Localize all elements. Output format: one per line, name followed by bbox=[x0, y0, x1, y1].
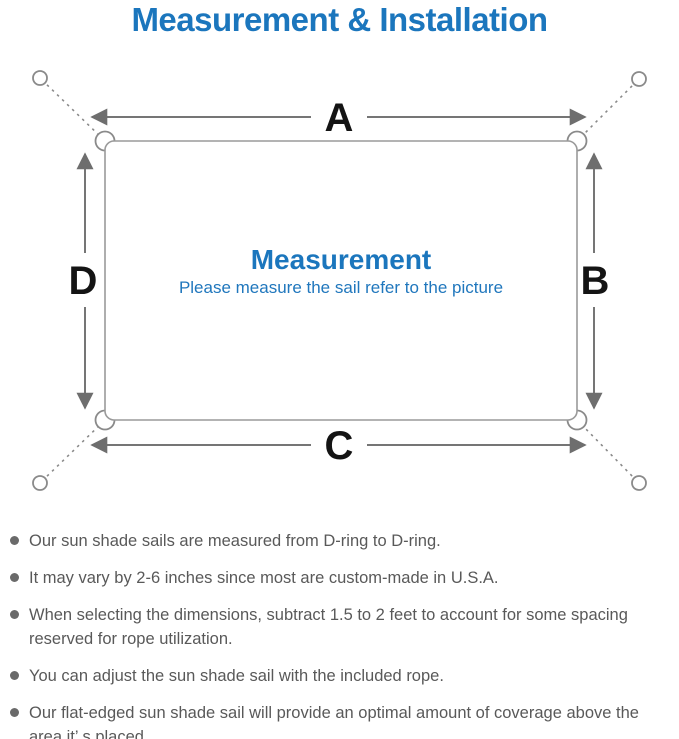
diagram-center-title: Measurement bbox=[251, 244, 432, 275]
note-text: You can adjust the sun shade sail with t… bbox=[29, 667, 444, 685]
rope-dashed-line-top-right bbox=[578, 80, 638, 140]
sail-diagram-svg: A C D B Measurement Please measure the s… bbox=[32, 70, 647, 491]
page-title: Measurement & Installation bbox=[131, 1, 548, 38]
measurement-diagram: A C D B Measurement Please measure the s… bbox=[0, 55, 679, 520]
note-text: It may vary by 2-6 inches since most are… bbox=[29, 569, 499, 587]
bullet-icon bbox=[10, 610, 19, 619]
bullet-icon bbox=[10, 536, 19, 545]
dimension-label-c: C bbox=[325, 424, 354, 468]
note-text: When selecting the dimensions, subtract … bbox=[29, 606, 628, 648]
anchor-point-bottom-left bbox=[32, 475, 48, 491]
note-item: Our sun shade sails are measured from D-… bbox=[10, 529, 675, 553]
note-item: You can adjust the sun shade sail with t… bbox=[10, 664, 675, 688]
bullet-icon bbox=[10, 573, 19, 582]
rope-dashed-line-bottom-right bbox=[578, 421, 638, 482]
note-item: When selecting the dimensions, subtract … bbox=[10, 603, 675, 651]
dimension-label-d: D bbox=[69, 259, 98, 303]
notes-list: Our sun shade sails are measured from D-… bbox=[10, 529, 675, 739]
note-item: It may vary by 2-6 inches since most are… bbox=[10, 566, 675, 590]
rope-dashed-line-top-left bbox=[41, 79, 104, 140]
dimension-label-a: A bbox=[325, 96, 354, 140]
bullet-icon bbox=[10, 708, 19, 717]
sail-rectangle bbox=[104, 140, 578, 421]
bullet-icon bbox=[10, 671, 19, 680]
dimension-label-b: B bbox=[581, 259, 610, 303]
anchor-point-top-left bbox=[32, 70, 48, 86]
note-text: Our sun shade sails are measured from D-… bbox=[29, 532, 441, 550]
note-text: Our flat-edged sun shade sail will provi… bbox=[29, 704, 639, 739]
anchor-point-bottom-right bbox=[631, 475, 647, 491]
rope-dashed-line-bottom-left bbox=[41, 421, 104, 482]
anchor-point-top-right bbox=[631, 71, 647, 87]
diagram-center-subtitle: Please measure the sail refer to the pic… bbox=[179, 278, 503, 297]
note-item: Our flat-edged sun shade sail will provi… bbox=[10, 701, 675, 739]
